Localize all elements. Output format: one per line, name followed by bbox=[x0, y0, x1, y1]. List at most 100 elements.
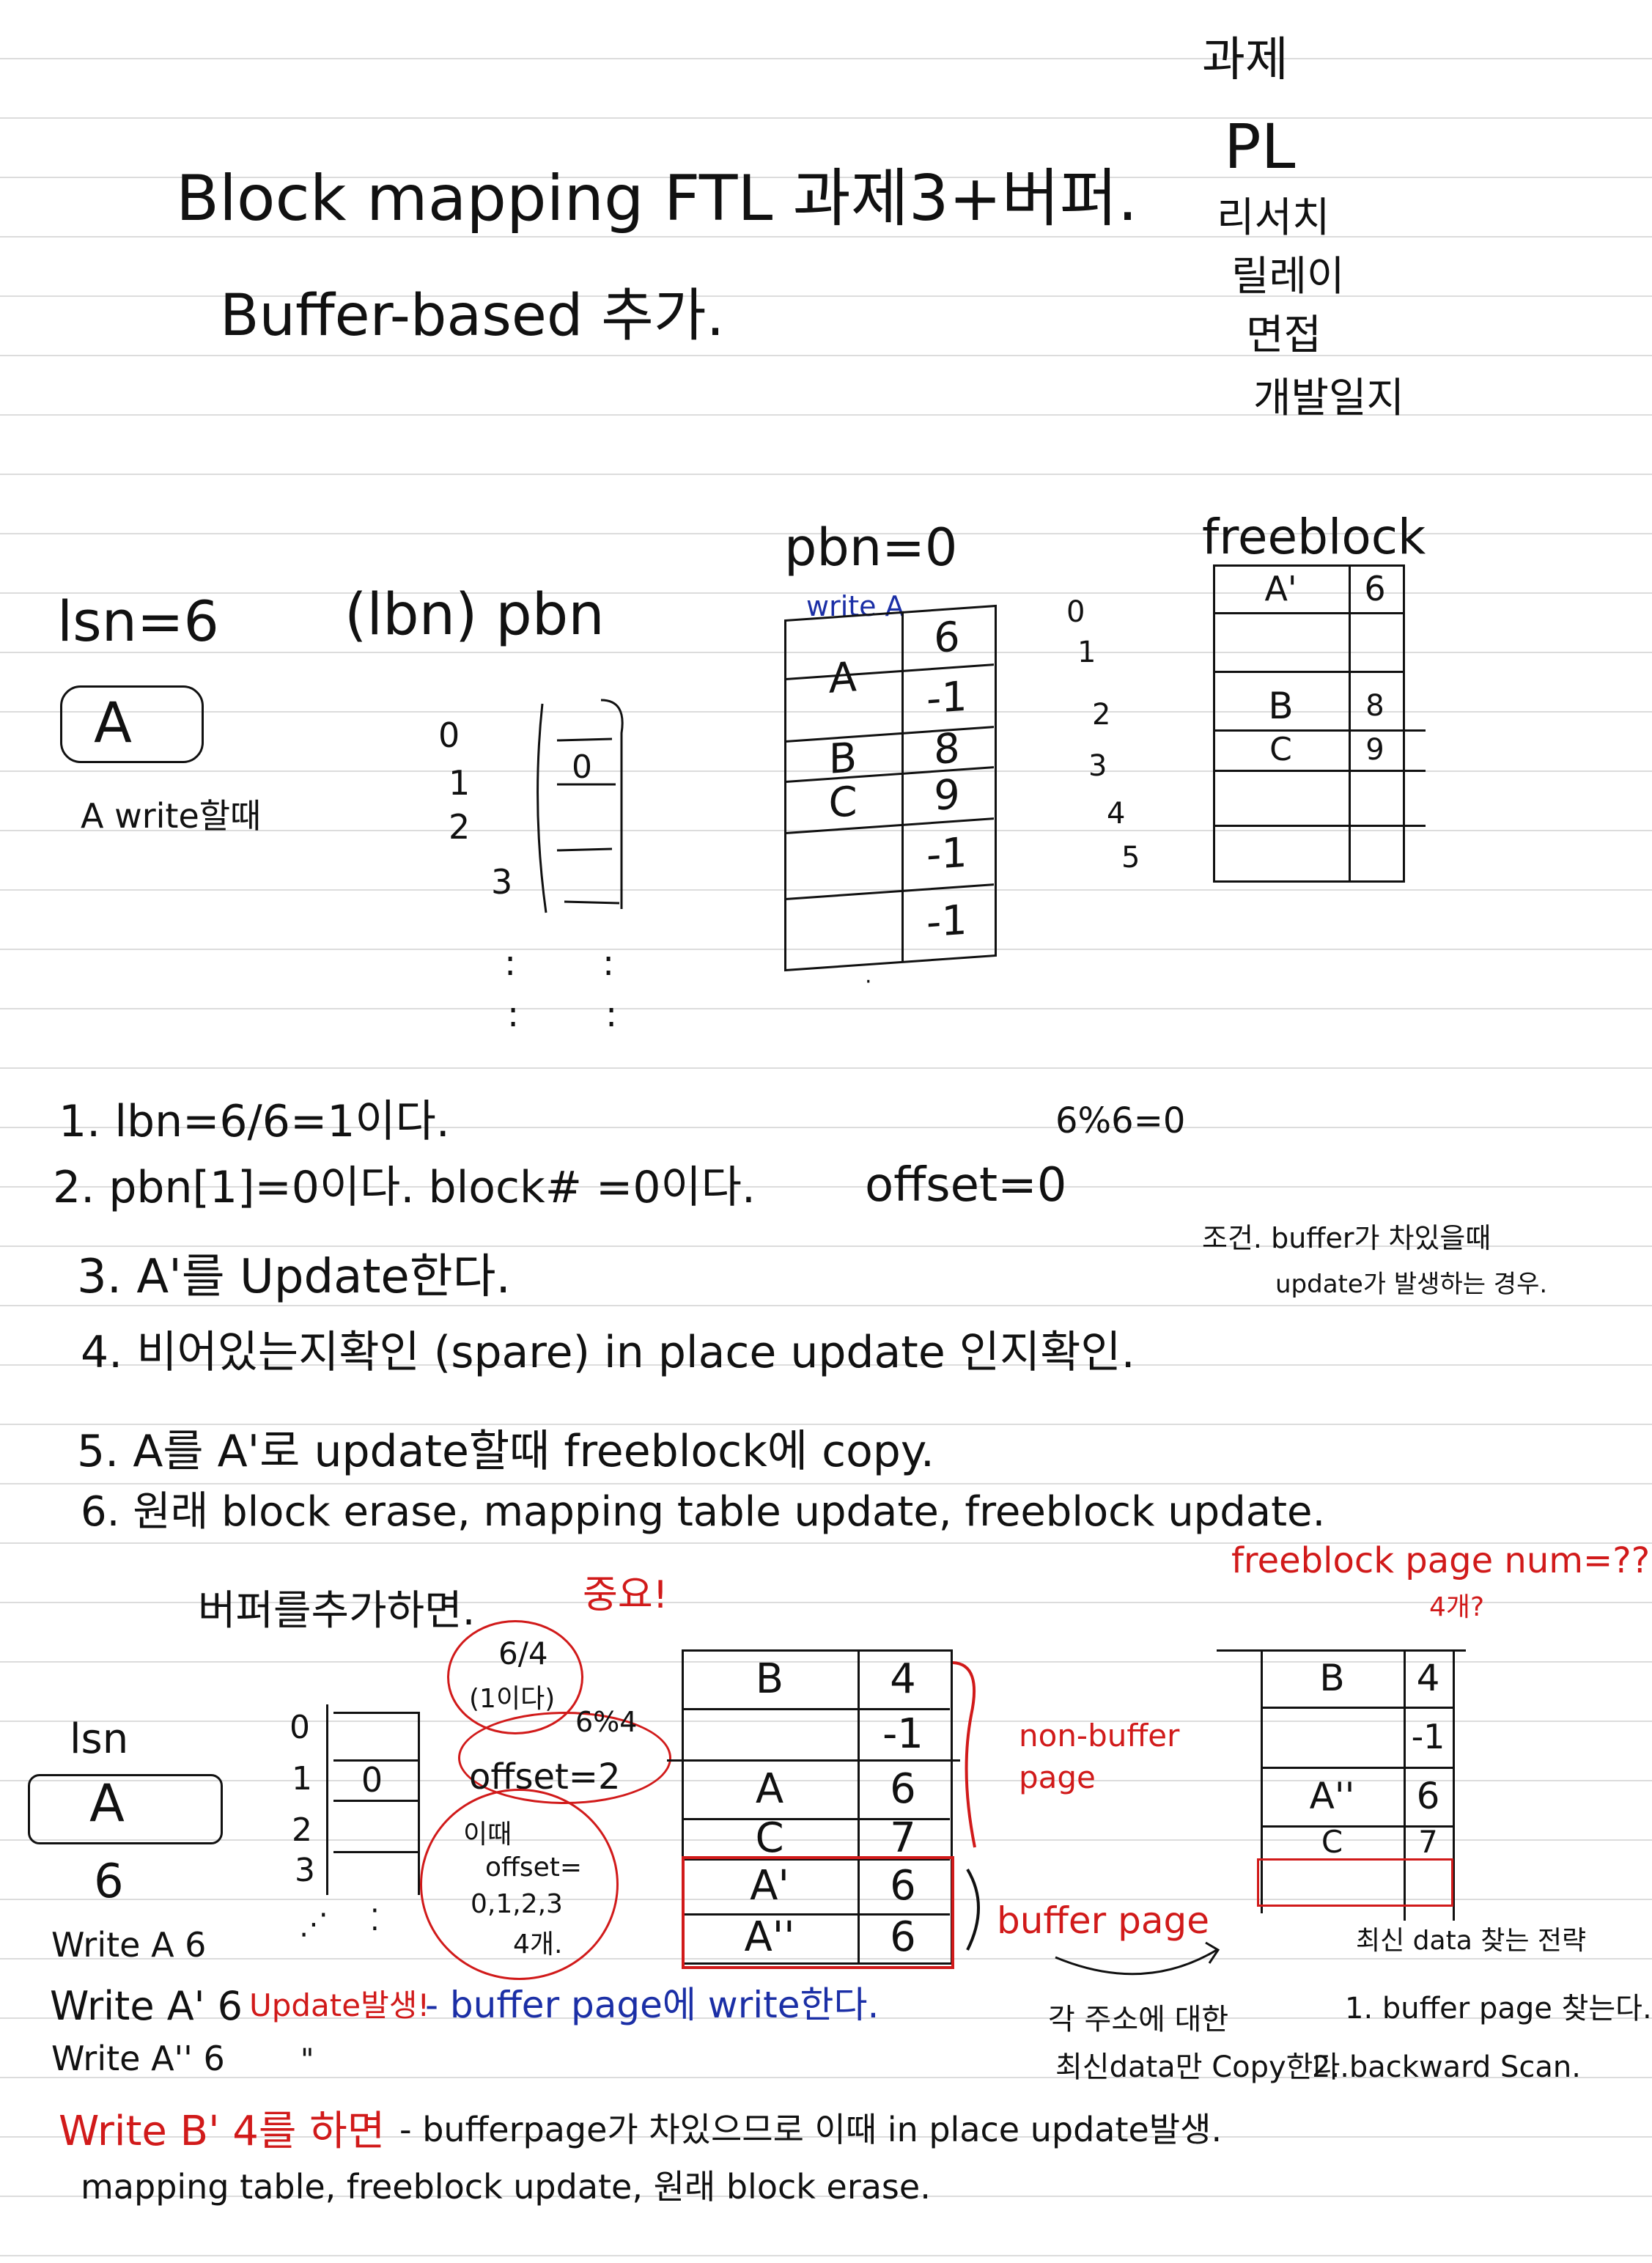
lbn-index-2: 2 bbox=[292, 1811, 312, 1849]
ellipsis-2: ⁚ bbox=[370, 1904, 380, 1938]
strategy-2: 2. backward Scan. bbox=[1312, 2050, 1581, 2084]
lbn-table-2-left bbox=[326, 1704, 328, 1895]
ellipsis: : bbox=[605, 994, 618, 1035]
write-line: Write A'' 6 bbox=[51, 2039, 225, 2078]
result-cell: C bbox=[1321, 1824, 1343, 1860]
strategy-1: 1. buffer page 찾는다. bbox=[1345, 1992, 1652, 2025]
pbn-cell: 6 bbox=[934, 612, 960, 663]
pbn-cell: 9 bbox=[934, 770, 960, 820]
block-table-line bbox=[682, 1708, 950, 1710]
non-buffer-label: non-buffer page bbox=[1019, 1718, 1180, 1795]
step-5: 5. A를 A'로 update할때 freeblock에 copy. bbox=[77, 1426, 934, 1477]
pbn-dot: · bbox=[865, 969, 872, 995]
side-item: PL bbox=[1224, 111, 1296, 183]
step-4: 4. 비어있는지확인 (spare) in place update 인지확인. bbox=[81, 1327, 1135, 1378]
lsn-caption: A write할때 bbox=[81, 796, 262, 836]
block-cell: C bbox=[755, 1814, 784, 1862]
lbn-table-2-line bbox=[333, 1759, 418, 1762]
freeblock-table: A' 6 B 8 C 9 bbox=[1213, 564, 1426, 883]
freeblock-table-line bbox=[1213, 770, 1426, 772]
freeblock-cell: B bbox=[1268, 684, 1294, 727]
lbn-table-2-line bbox=[333, 1712, 418, 1714]
block-cell: 6 bbox=[890, 1913, 916, 1961]
result-cell: 4 bbox=[1416, 1657, 1440, 1699]
step-2: 2. pbn[1]=0이다. block# =0이다. bbox=[53, 1162, 756, 1213]
side-item: 과제 bbox=[1202, 33, 1288, 87]
result-table-right bbox=[1453, 1649, 1455, 1921]
block-cell: B bbox=[755, 1655, 784, 1703]
pbn-header: pbn=0 bbox=[784, 518, 958, 578]
step-2-offset: offset=0 bbox=[865, 1158, 1067, 1213]
strategy-title: 최신 data 찾는 전략 bbox=[1356, 1926, 1587, 1956]
pbn-cell: -1 bbox=[926, 828, 967, 880]
pbn-cell: C bbox=[828, 777, 858, 828]
block-cell: 4 bbox=[890, 1655, 916, 1703]
circle3-line: 4개. bbox=[513, 1929, 563, 1960]
block-cell: A' bbox=[750, 1862, 789, 1910]
result-table-line bbox=[1261, 1767, 1453, 1769]
step-3: 3. A'를 Update한다. bbox=[77, 1250, 511, 1304]
freeblock-table-line bbox=[1213, 729, 1426, 732]
lbn-table-2-line bbox=[333, 1851, 418, 1853]
result-cell: 6 bbox=[1416, 1775, 1440, 1817]
result-table-left bbox=[1261, 1649, 1263, 1913]
result-table: B 4 -1 A'' 6 C 7 bbox=[1217, 1649, 1466, 1943]
result-cell: -1 bbox=[1411, 1717, 1445, 1756]
pbn-cell: -1 bbox=[926, 896, 967, 947]
buffer-page-label: buffer page bbox=[997, 1899, 1209, 1942]
important-note: 중요! bbox=[583, 1573, 668, 1617]
freeblock-header: freeblock bbox=[1202, 509, 1426, 565]
freeblock-table-divider bbox=[1349, 564, 1351, 881]
freeblock-table-line bbox=[1213, 612, 1404, 614]
freeblock-table-border bbox=[1213, 564, 1405, 883]
result-table-divider bbox=[1404, 1649, 1406, 1921]
block-table-line bbox=[682, 1818, 950, 1820]
ellipsis: : bbox=[602, 943, 615, 984]
side-item: 리서치 bbox=[1217, 194, 1330, 242]
block-cell: 7 bbox=[890, 1814, 916, 1862]
pbn-note: write A bbox=[806, 590, 904, 622]
final-write: Write B' 4를 하면 bbox=[59, 2108, 386, 2155]
lsn-box bbox=[60, 685, 204, 763]
block-cell: 6 bbox=[890, 1765, 916, 1813]
lbn-pbn-header: (lbn) pbn bbox=[344, 582, 605, 648]
page-index: 2 bbox=[1092, 698, 1111, 732]
result-table-top bbox=[1217, 1649, 1466, 1652]
lbn-index-2: 3 bbox=[295, 1852, 315, 1889]
freeblock-cell: A' bbox=[1264, 568, 1297, 608]
circle3-line: 이때 bbox=[463, 1819, 512, 1850]
condition-line-2: update가 발생하는 경우. bbox=[1275, 1270, 1548, 1299]
freeblock-cell: 6 bbox=[1364, 568, 1386, 608]
page-index: 0 bbox=[1066, 595, 1085, 629]
offset-line: offset=2 bbox=[469, 1756, 621, 1797]
lbn-cell-value-2: 0 bbox=[361, 1759, 383, 1800]
final-note: - bufferpage가 차있으므로 이때 in place update발생… bbox=[399, 2110, 1223, 2149]
block-table-line bbox=[667, 1759, 960, 1762]
lbn-index-2: 0 bbox=[290, 1709, 310, 1746]
page-subtitle: Buffer-based 추가. bbox=[220, 283, 725, 349]
block-table-border bbox=[682, 1649, 953, 1965]
result-empty-buffer bbox=[1257, 1858, 1453, 1907]
result-table-line bbox=[1261, 1825, 1453, 1828]
side-item: 릴레이 bbox=[1231, 253, 1345, 301]
block-table: B 4 -1 A 6 C 7 A' 6 A'' 6 bbox=[667, 1649, 960, 1965]
calc-3: 6%4 bbox=[575, 1706, 638, 1738]
freeblock-table-line bbox=[1213, 671, 1404, 673]
step-1: 1. lbn=6/6=1이다. bbox=[59, 1096, 450, 1147]
page-index: 1 bbox=[1077, 636, 1096, 669]
freeblock-table-line bbox=[1213, 825, 1426, 827]
pbn-table: 6 A -1 B 8 C 9 -1 -1 bbox=[784, 604, 997, 972]
ellipsis: : bbox=[504, 943, 517, 984]
circle3-line: offset= bbox=[485, 1852, 583, 1883]
step-1-note: 6%6=0 bbox=[1055, 1100, 1186, 1141]
block-table-divider bbox=[858, 1649, 860, 1963]
calc-circle-3 bbox=[420, 1789, 619, 1980]
write-line: Write A 6 bbox=[51, 1925, 207, 1965]
page-index: 5 bbox=[1121, 841, 1140, 875]
lbn-index: 3 bbox=[491, 862, 513, 902]
write-line: Write A' 6 bbox=[50, 1983, 243, 2029]
result-cell: A'' bbox=[1309, 1775, 1355, 1817]
block-cell: -1 bbox=[882, 1710, 923, 1758]
block-table-line bbox=[682, 1858, 950, 1861]
lbn-table-2-line bbox=[333, 1800, 418, 1802]
